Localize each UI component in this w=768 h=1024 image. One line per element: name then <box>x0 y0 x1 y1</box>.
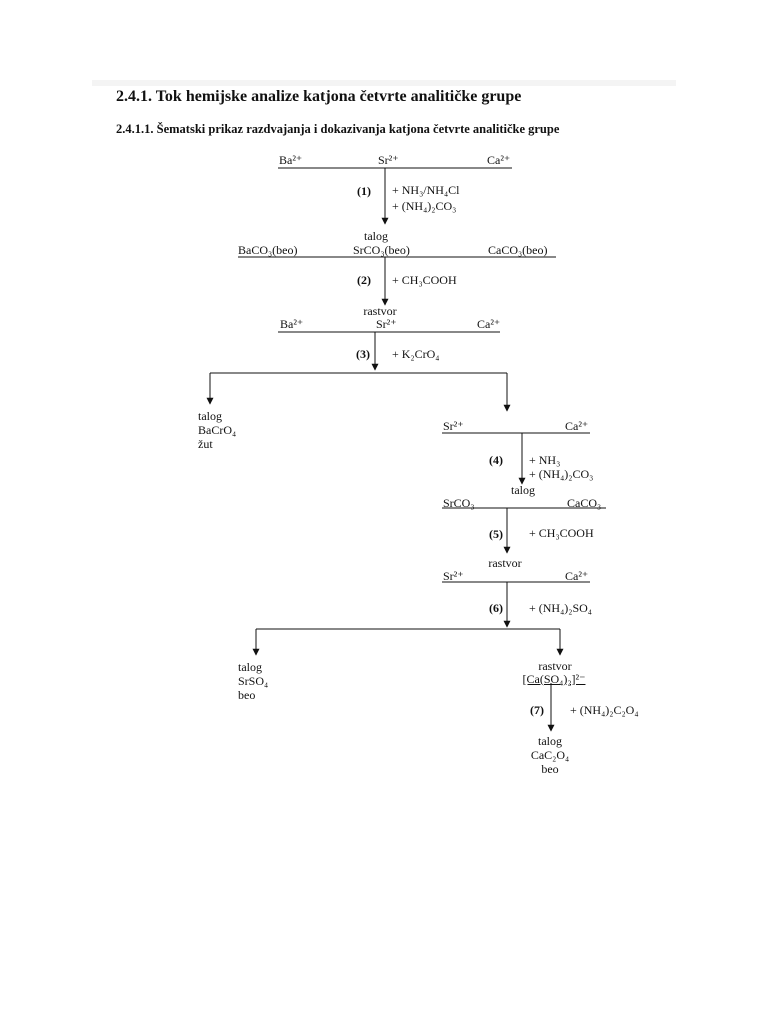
solution-label-2: rastvor <box>488 556 522 570</box>
ion-ba-3: Ba²⁺ <box>280 317 304 331</box>
ion-ca-4: Ca²⁺ <box>565 419 589 433</box>
bacro4-color: žut <box>198 437 213 451</box>
ion-sr-4: Sr²⁺ <box>443 419 464 433</box>
srso4-talog: talog <box>238 660 262 674</box>
step-7-number: (7) <box>530 703 544 717</box>
step-1-reagent-2: + (NH₄)₂CO₃ <box>392 199 457 213</box>
srco3: SrCO₃ <box>443 496 475 510</box>
bacro4-formula: BaCrO₄ <box>198 423 237 437</box>
ion-sr-6: Sr²⁺ <box>443 569 464 583</box>
ion-sr-3: Sr²⁺ <box>376 317 397 331</box>
cac2o4-color: beo <box>541 762 559 776</box>
srso4-color: beo <box>238 688 256 702</box>
section-title: 2.4.1. Tok hemijske analize katjona četv… <box>116 88 522 105</box>
section-subtitle: 2.4.1.1. Šematski prikaz razdvajanja i d… <box>116 122 560 136</box>
cac2o4-talog: talog <box>538 734 562 748</box>
baco3-beo: BaCO₃(beo) <box>238 243 298 257</box>
precipitate-label-1: talog <box>364 229 388 243</box>
step-2-number: (2) <box>357 273 371 287</box>
caco3: CaCO₃ <box>567 496 602 510</box>
page-top-strip <box>92 80 676 86</box>
step-6-reagent: + (NH₄)₂SO₄ <box>529 601 592 615</box>
step-3-reagent: + K₂CrO₄ <box>392 347 440 361</box>
step-3-number: (3) <box>356 347 370 361</box>
srco3-beo: SrCO₃(beo) <box>353 243 410 257</box>
srso4-precipitate: talog SrSO₄ beo <box>238 660 268 702</box>
ion-ba-1: Ba²⁺ <box>279 153 303 167</box>
cac2o4-precipitate: talog CaC₂O₄ beo <box>531 734 569 776</box>
step-1-number: (1) <box>357 184 371 198</box>
step-5-number: (5) <box>489 527 503 541</box>
cac2o4-formula: CaC₂O₄ <box>530 748 570 762</box>
ion-ca-1: Ca²⁺ <box>487 153 511 167</box>
step-7-reagent: + (NH₄)₂C₂O₄ <box>570 703 639 717</box>
step-4-number: (4) <box>489 453 503 467</box>
ion-ca-6: Ca²⁺ <box>565 569 589 583</box>
bacro4-precipitate: talog BaCrO₄ žut <box>198 409 236 451</box>
solution-label-1: rastvor <box>363 304 397 318</box>
solution-label-3: rastvor <box>538 659 572 673</box>
srso4-formula: SrSO₄ <box>238 674 269 688</box>
ion-ca-3: Ca²⁺ <box>477 317 501 331</box>
step-1-reagent-1: + NH₃/NH₄Cl <box>392 183 460 197</box>
step-5-reagent: + CH₃COOH <box>529 526 594 540</box>
caco3-beo: CaCO₃(beo) <box>488 243 548 257</box>
step-6-number: (6) <box>489 601 503 615</box>
bacro4-talog: talog <box>198 409 222 423</box>
step-2-reagent: + CH₃COOH <box>392 273 457 287</box>
ca-sulfate-complex: [Ca(SO₄)₂]²⁻ <box>522 672 586 686</box>
step-4-reagent-1: + NH₃ <box>529 453 561 467</box>
ion-sr-1: Sr²⁺ <box>378 153 399 167</box>
step-4-reagent-2: + (NH₄)₂CO₃ <box>529 467 594 481</box>
precipitate-label-2: talog <box>511 483 535 497</box>
